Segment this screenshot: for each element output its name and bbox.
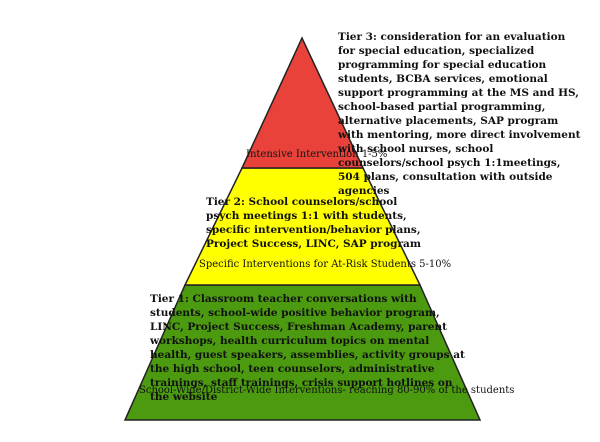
tier3-description: Tier 3: consideration for an evaluation … xyxy=(338,31,581,197)
tier2-label: Specific Interventions for At-Risk Stude… xyxy=(199,259,452,270)
tier3-top-band xyxy=(240,36,365,169)
tier3-label: Intensive Intervention 1-5% xyxy=(246,149,388,160)
tier1-label: School-Wide/District-Wide Interventions-… xyxy=(139,385,515,396)
tier2-description: Tier 2: School counselors/school psych m… xyxy=(206,196,421,250)
tier1-description: Tier 1: Classroom teacher conversations … xyxy=(150,293,465,403)
